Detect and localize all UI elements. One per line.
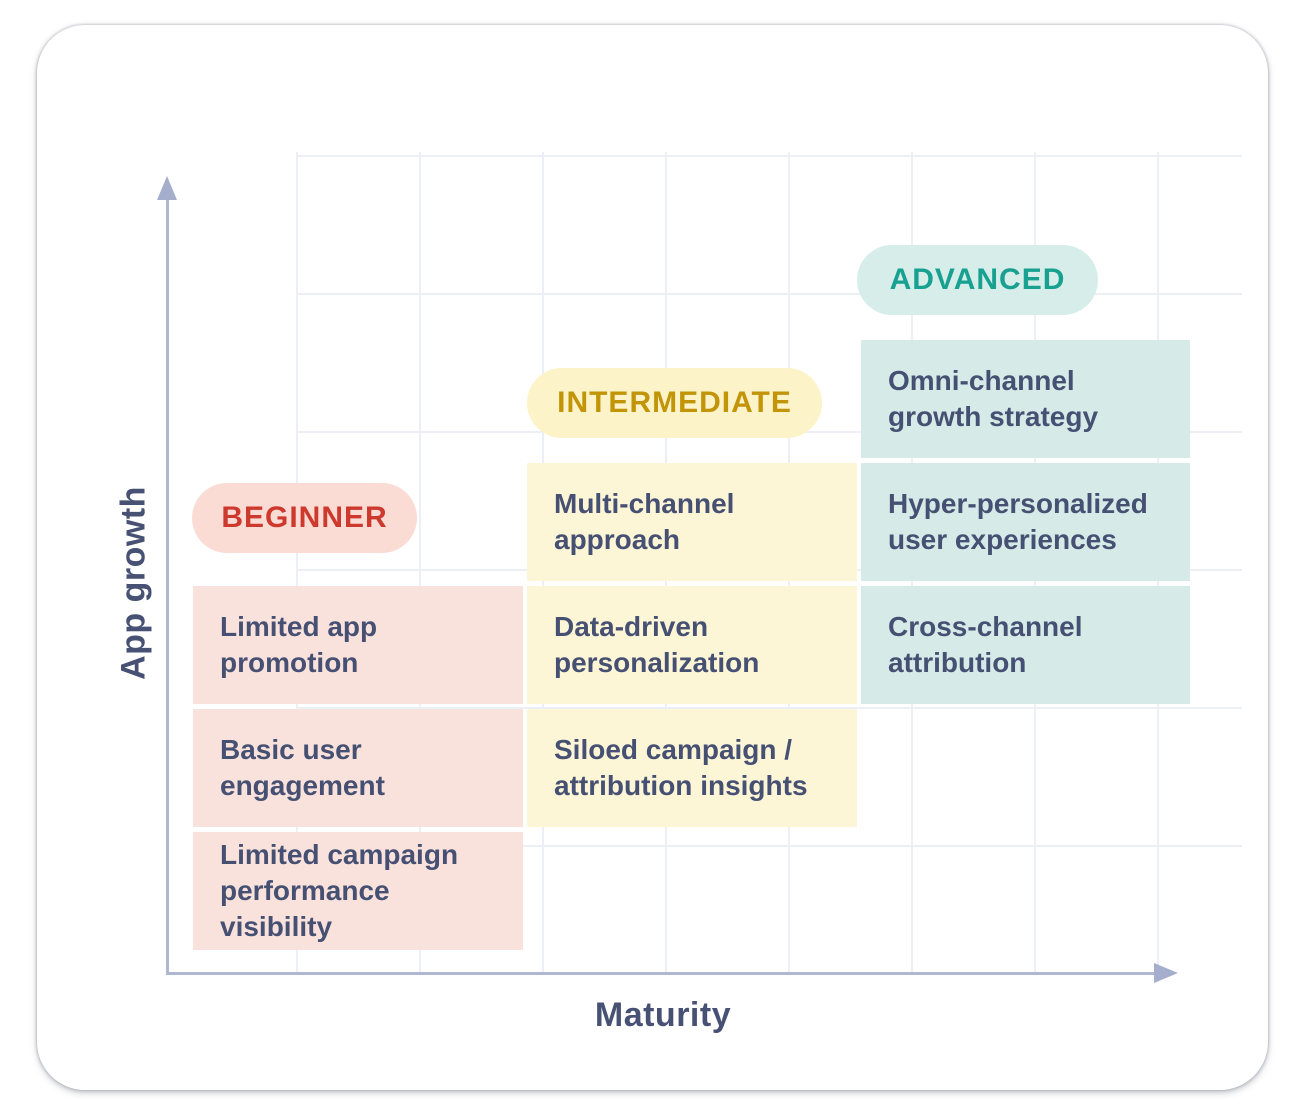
- y-axis-arrow-icon: [157, 176, 177, 200]
- block-limited-app-promotion: Limited app promotion: [193, 586, 523, 704]
- pill-beginner: BEGINNER: [192, 483, 417, 553]
- block-multi-channel-approach: Multi-channel approach: [527, 463, 857, 581]
- block-hyper-personalized-user-experiences: Hyper-personalized user experiences: [861, 463, 1190, 581]
- block-siloed-campaign-attribution-insights: Siloed campaign / attribution insights: [527, 709, 857, 827]
- block-basic-user-engagement: Basic user engagement: [193, 709, 523, 827]
- x-axis-label: Maturity: [594, 996, 732, 1034]
- y-axis-line: [166, 192, 169, 975]
- x-axis-arrow-icon: [1154, 963, 1178, 983]
- pill-intermediate: INTERMEDIATE: [527, 368, 822, 438]
- x-axis-line: [166, 972, 1158, 975]
- y-axis-label: App growth: [114, 486, 153, 680]
- block-data-driven-personalization: Data-driven personalization: [527, 586, 857, 704]
- pill-advanced: ADVANCED: [857, 245, 1098, 315]
- block-limited-campaign-performance-visibility: Limited campaign performance visibility: [193, 832, 523, 950]
- block-cross-channel-attribution: Cross-channel attribution: [861, 586, 1190, 704]
- block-omni-channel-growth-strategy: Omni-channel growth strategy: [861, 340, 1190, 458]
